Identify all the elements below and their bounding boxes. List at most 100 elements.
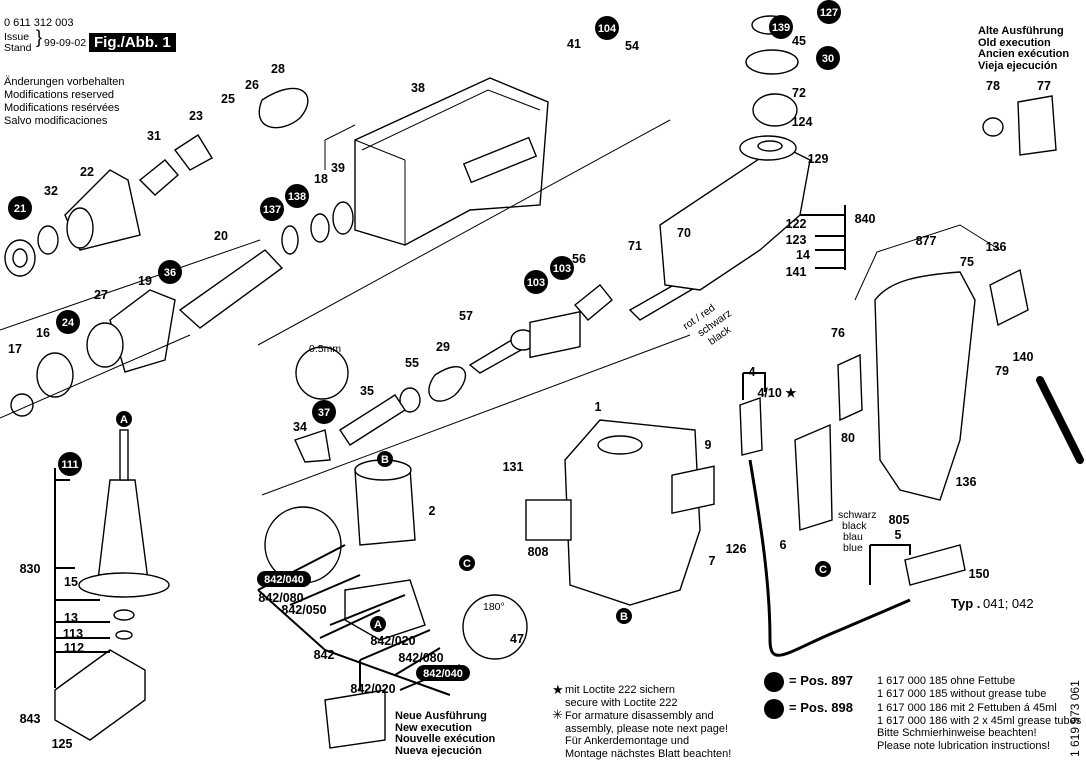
letter-circle	[459, 555, 475, 571]
part-shapes	[0, 15, 1084, 749]
part-label: 842/020	[370, 634, 415, 648]
part-label: 16	[36, 326, 50, 340]
badge-number: 36	[164, 267, 176, 279]
lubrication-badge: 104	[595, 16, 619, 40]
note-line: For armature disassembly and	[565, 710, 714, 722]
detail-circle	[295, 346, 349, 400]
changes-line: Änderungen vorbehalten	[4, 76, 125, 88]
subassembly-pill: 842/040	[416, 665, 470, 681]
caption-line: Nouvelle exécution	[395, 733, 496, 745]
part-label: 842	[314, 648, 335, 662]
rotation-annotation: 180°	[483, 601, 505, 613]
badge-circle	[550, 256, 574, 280]
new-execution-caption: Neue Ausführung New execution Nouvelle e…	[395, 710, 496, 757]
changes-line: Modifications resérvées	[4, 102, 120, 114]
pill-bg	[416, 665, 470, 681]
badge-number: 21	[14, 203, 26, 215]
part-label: 17	[8, 342, 22, 356]
type-label: Typ .	[951, 596, 980, 611]
loctite-note: ★ mit Loctite 222 sichern secure with Lo…	[552, 683, 678, 709]
reference-letter: A	[116, 411, 132, 427]
part-label: 125	[52, 737, 73, 751]
lubrication-badge: 21	[8, 196, 32, 220]
pos-897-label: = Pos. 897	[789, 673, 853, 688]
part-label: 9	[705, 438, 712, 452]
part-56	[573, 284, 613, 321]
letter-text: B	[620, 611, 628, 623]
part-label: 808	[528, 545, 549, 559]
part-23	[173, 134, 213, 171]
lubrication-badge: 36	[158, 260, 182, 284]
part-label: 4/10 ★	[757, 386, 797, 400]
badge-number: 103	[553, 263, 571, 275]
part-label: 26	[245, 78, 259, 92]
part-label: 27	[94, 288, 108, 302]
part-label: 842/080	[398, 651, 443, 665]
gap-annotation: 0.5mm	[309, 343, 341, 355]
lubrication-badge: 30	[816, 46, 840, 70]
letter-text: A	[374, 619, 382, 631]
note-line: Please note lubrication instructions!	[877, 739, 1051, 752]
part-label: 141	[786, 265, 807, 279]
new-brush-holder	[324, 689, 386, 749]
pos-898-text: 1 617 000 186 mit 2 Fettuben á 45ml 1 61…	[877, 702, 1081, 752]
part-label: 15	[64, 575, 78, 589]
letter-circle	[370, 616, 386, 632]
part-label: 13	[64, 611, 78, 625]
part-label: 34	[293, 420, 307, 434]
part-label: 70	[677, 226, 691, 240]
badge-circle	[816, 46, 840, 70]
part-80	[794, 423, 833, 531]
armature-shaft	[119, 429, 129, 481]
reference-letter: A	[370, 616, 386, 632]
part-label: 124	[792, 115, 813, 129]
changes-line: Salvo modificaciones	[4, 115, 108, 127]
part-label: 55	[405, 356, 419, 370]
cover-45	[745, 49, 799, 75]
lubrication-badge: 24	[56, 310, 80, 334]
note-line: 1 617 000 185 ohne Fettube	[877, 675, 1016, 687]
part-label: 1	[595, 400, 602, 414]
power-cable	[748, 459, 911, 657]
part-16	[36, 352, 74, 398]
reference-letter: C	[459, 555, 475, 571]
lubrication-dot-icon	[764, 699, 784, 719]
label-9	[671, 465, 715, 515]
part-label: 28	[271, 62, 285, 76]
pill-bg	[257, 571, 311, 587]
part-label: 47	[510, 632, 524, 646]
badge-circle	[285, 184, 309, 208]
gear-72	[752, 93, 798, 127]
letter-text: B	[381, 454, 389, 466]
part-label: 122	[786, 217, 807, 231]
part-label: 136	[956, 475, 977, 489]
part-label: 54	[625, 39, 639, 53]
issue-stand-label: Issue Stand	[4, 32, 31, 54]
part-label: 830	[20, 562, 41, 576]
caption-line: Ancien exécution	[978, 48, 1070, 60]
badge-number: 111	[61, 459, 78, 471]
part-76	[837, 353, 863, 422]
spring-29	[428, 366, 466, 402]
sleeve-31	[138, 159, 179, 196]
lubrication-badge: 37	[312, 400, 336, 424]
label-808	[525, 499, 572, 541]
badge-circle	[158, 260, 182, 284]
sleeve-16	[86, 322, 124, 368]
asterisk-icon: ✳	[552, 707, 563, 722]
note-line: Bitte Schmierhinweise beachten!	[877, 727, 1037, 739]
part-label: 123	[786, 233, 807, 247]
badge-circle	[58, 452, 82, 476]
cable-blau: blau	[843, 531, 863, 543]
subassembly-pill: 842/040	[257, 571, 311, 587]
lubrication-badge: 137	[260, 197, 284, 221]
badge-circle	[260, 197, 284, 221]
part-label: 77	[1037, 79, 1051, 93]
armature-15	[97, 479, 149, 581]
part-label: 29	[436, 340, 450, 354]
brace: }	[36, 27, 43, 47]
switch-4	[739, 397, 763, 456]
hammer-housing	[354, 77, 549, 246]
